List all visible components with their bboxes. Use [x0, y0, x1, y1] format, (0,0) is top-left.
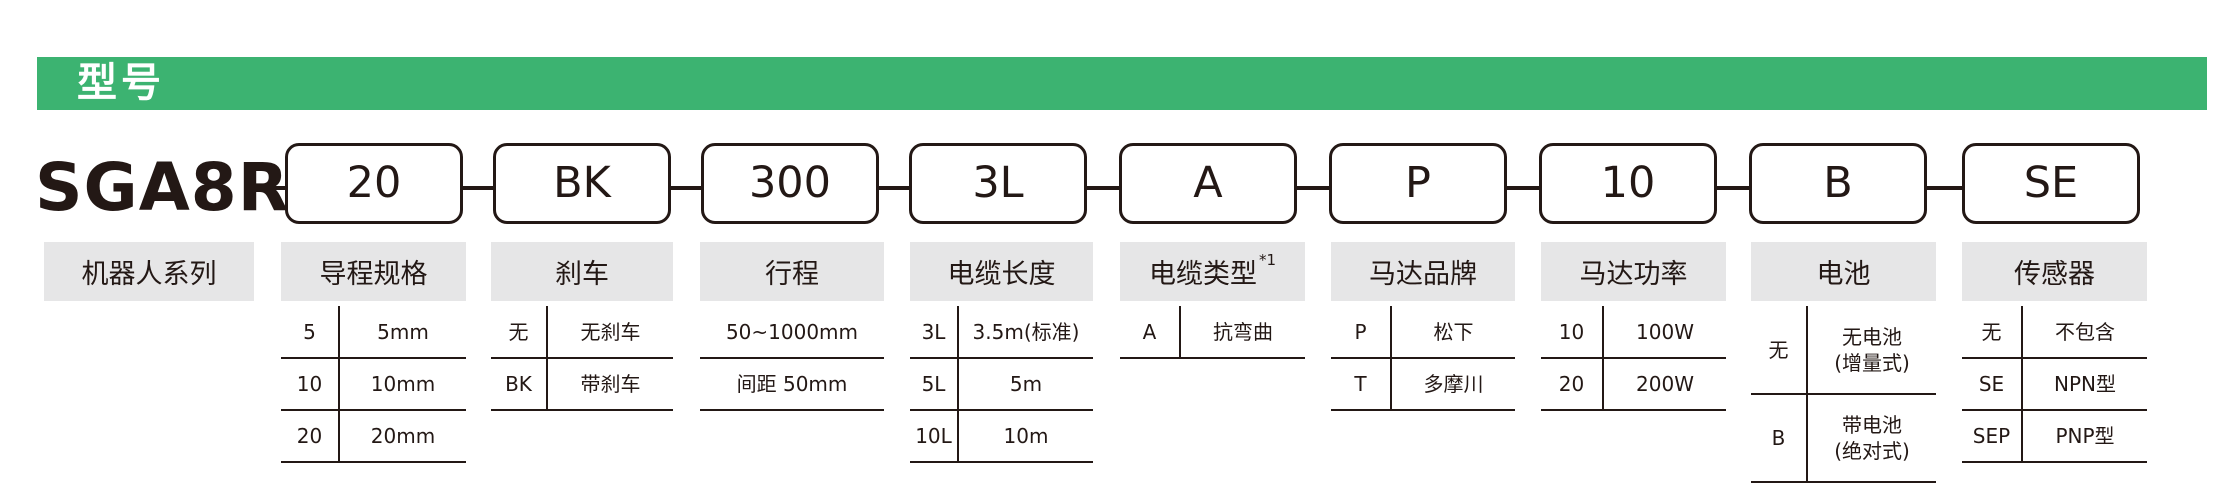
header-motor-brand: 马达品牌 — [1331, 242, 1515, 301]
table-row: BK 带刹车 — [491, 358, 673, 411]
header-cable-length: 电缆长度 — [910, 242, 1093, 301]
table-row: T 多摩川 — [1331, 358, 1515, 411]
table-row: 10L 10m — [910, 410, 1093, 463]
battery-option-type: (增量式) — [1834, 350, 1910, 375]
header-sensor: 传感器 — [1962, 242, 2147, 301]
battery-option-name: 带电池 — [1842, 413, 1902, 437]
options-brake: 无 无刹车 BK 带刹车 — [491, 306, 673, 411]
section-title: 型号 — [77, 60, 165, 106]
table-row: 20 20mm — [281, 410, 466, 463]
connector-line — [1927, 186, 1962, 190]
code-box-cable-length: 3L — [909, 143, 1087, 224]
battery-option-type: (绝对式) — [1834, 439, 1910, 463]
table-row: 20 200W — [1541, 358, 1726, 411]
connector-line — [463, 186, 493, 190]
options-cable-length: 3L 3.5m(标准) 5L 5m 10L 10m — [910, 306, 1093, 463]
table-row: 无 不包含 — [1962, 306, 2147, 359]
section-banner: 型号 — [37, 57, 2207, 110]
connector-line — [257, 186, 285, 190]
table-row: 5L 5m — [910, 358, 1093, 411]
code-box-motor-power: 10 — [1539, 143, 1717, 224]
connector-line — [879, 186, 909, 190]
table-row: P 松下 — [1331, 306, 1515, 359]
battery-option-name: 无电池 — [1842, 324, 1902, 349]
table-row: 无 无刹车 — [491, 306, 673, 359]
options-motor-power: 10 100W 20 200W — [1541, 306, 1726, 411]
table-row: B 带电池 (绝对式) — [1751, 394, 1936, 483]
table-row: A 抗弯曲 — [1120, 306, 1305, 359]
footnote-mark: *1 — [1258, 250, 1277, 269]
options-sensor: 无 不包含 SE NPN型 SEP PNP型 — [1962, 306, 2147, 463]
table-row: 间距 50mm — [700, 358, 884, 411]
header-cable-type: 电缆类型*1 — [1120, 242, 1305, 301]
model-code: SGA8R — [35, 149, 290, 226]
connector-line — [1507, 186, 1539, 190]
table-row: 10 10mm — [281, 358, 466, 411]
table-row: 无 无电池 (增量式) — [1751, 306, 1936, 395]
code-box-lead: 20 — [285, 143, 463, 224]
code-box-stroke: 300 — [701, 143, 879, 224]
header-brake: 刹车 — [491, 242, 673, 301]
table-row: SE NPN型 — [1962, 358, 2147, 411]
options-battery: 无 无电池 (增量式) B 带电池 (绝对式) — [1751, 306, 1936, 483]
options-stroke: 50~1000mm 间距 50mm — [700, 306, 884, 411]
header-battery: 电池 — [1751, 242, 1936, 301]
header-stroke: 行程 — [700, 242, 884, 301]
code-box-motor-brand: P — [1329, 143, 1507, 224]
table-row: SEP PNP型 — [1962, 410, 2147, 463]
code-box-battery: B — [1749, 143, 1927, 224]
header-motor-power: 马达功率 — [1541, 242, 1726, 301]
options-lead: 5 5mm 10 10mm 20 20mm — [281, 306, 466, 463]
connector-line — [1717, 186, 1749, 190]
connector-line — [671, 186, 701, 190]
connector-line — [1087, 186, 1119, 190]
series-label: 机器人系列 — [44, 242, 254, 301]
table-row: 10 100W — [1541, 306, 1726, 359]
code-box-brake: BK — [493, 143, 671, 224]
header-lead: 导程规格 — [281, 242, 466, 301]
table-row: 3L 3.5m(标准) — [910, 306, 1093, 359]
code-box-sensor: SE — [1962, 143, 2140, 224]
options-cable-type: A 抗弯曲 — [1120, 306, 1305, 359]
header-cable-type-text: 电缆类型 — [1148, 259, 1257, 290]
options-motor-brand: P 松下 T 多摩川 — [1331, 306, 1515, 411]
connector-line — [1297, 186, 1329, 190]
code-box-cable-type: A — [1119, 143, 1297, 224]
table-row: 50~1000mm — [700, 306, 884, 359]
table-row: 5 5mm — [281, 306, 466, 359]
